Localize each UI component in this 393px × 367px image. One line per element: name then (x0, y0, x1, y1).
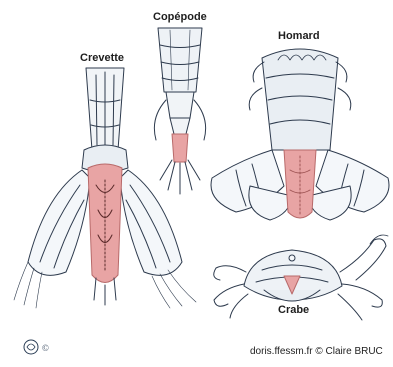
logo-mark (24, 340, 38, 354)
label-crevette: Crevette (80, 52, 124, 64)
label-copepode: Copépode (153, 11, 207, 23)
credit-source: doris.ffessm.fr (250, 346, 313, 357)
logo-text: © (42, 343, 49, 353)
homard-drawing (211, 49, 389, 220)
credit-author: Claire BRUC (326, 346, 383, 357)
label-homard: Homard (278, 30, 320, 42)
credit-copyright: © (315, 346, 322, 357)
credit-line: doris.ffessm.fr © Claire BRUC (250, 346, 383, 357)
label-crabe: Crabe (278, 304, 309, 316)
copepode-drawing (154, 28, 205, 194)
